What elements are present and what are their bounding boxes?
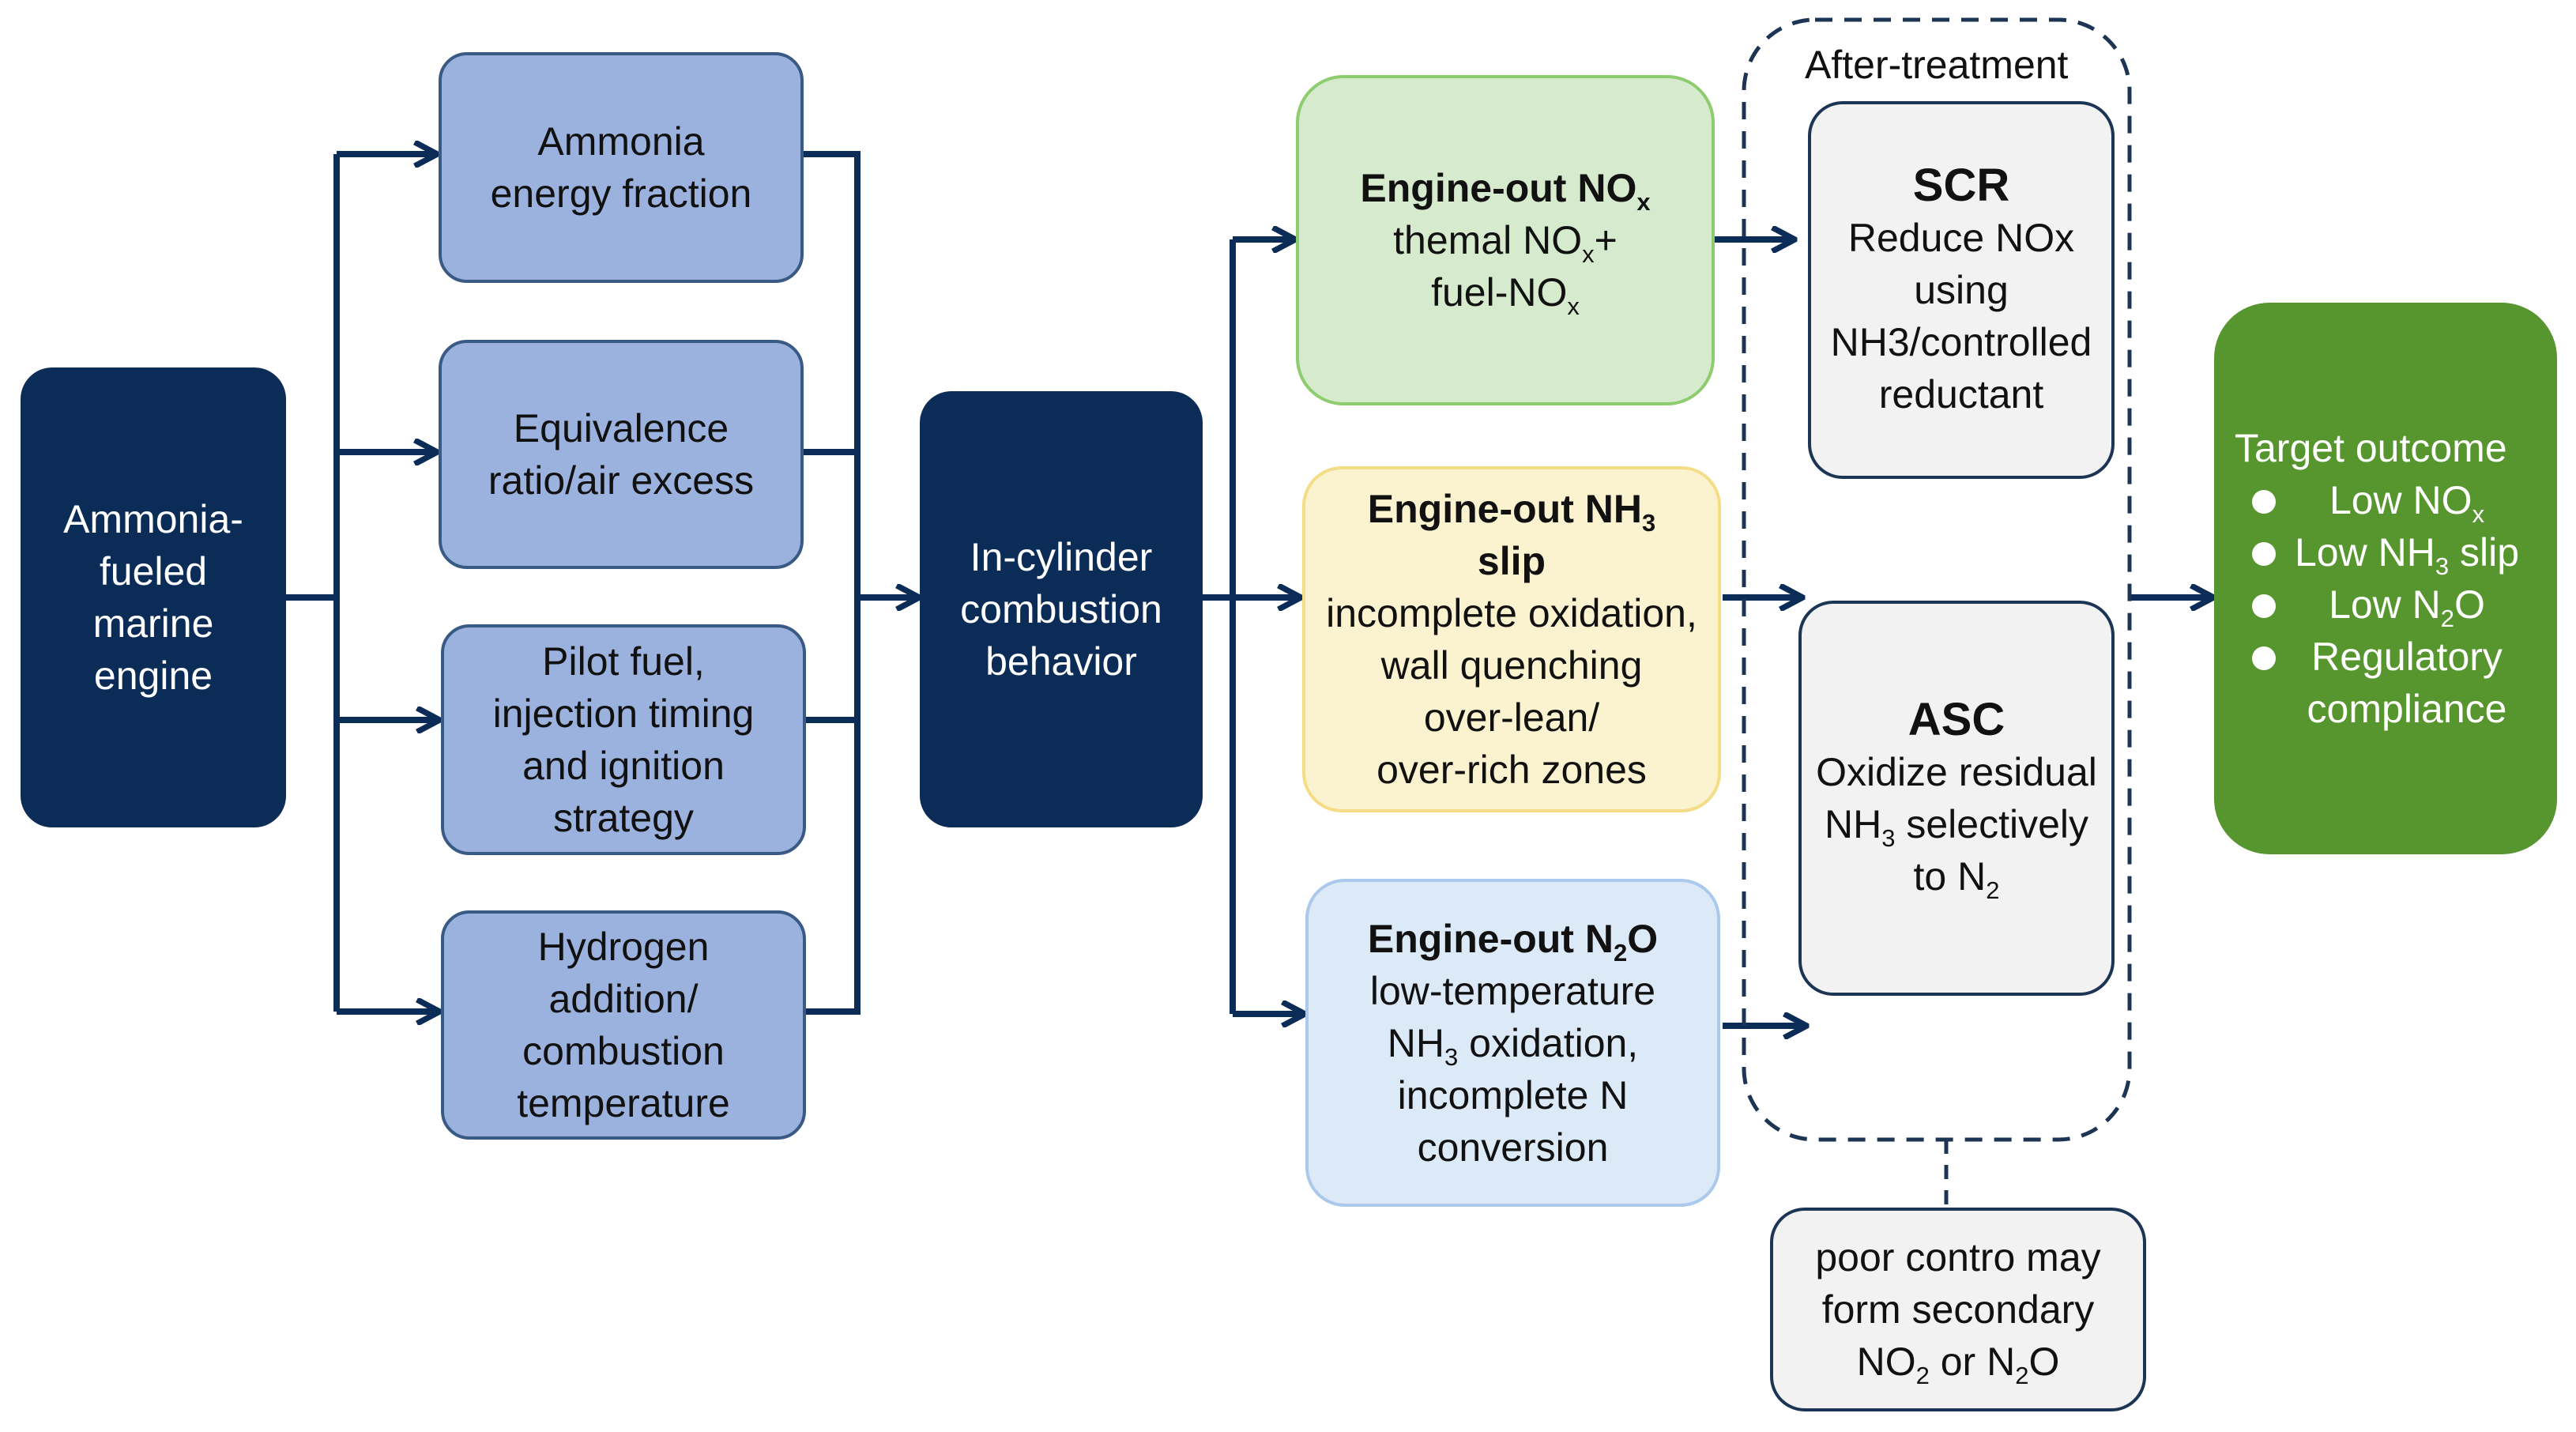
- factor-label-line: and ignition: [522, 744, 725, 788]
- factor-label-line: temperature: [517, 1081, 730, 1125]
- factor-label-line: injection timing: [492, 692, 755, 736]
- factor-bus-right: [804, 151, 861, 1015]
- engine-out-nox-box: Engine-out NOx themal NOx+ fuel-NOx: [1296, 75, 1715, 405]
- factor-label-line: Ammonia: [537, 119, 705, 164]
- note-line: NO2 or N2O: [1856, 1340, 2060, 1389]
- target-item-continuation: compliance: [2307, 687, 2507, 731]
- asc-title: ASC: [1908, 694, 2005, 745]
- factor-label-line: Hydrogen: [537, 925, 710, 969]
- target-item: Low NH3 slip: [2235, 526, 2519, 578]
- n2o-cause-line: low-temperature: [1369, 968, 1656, 1013]
- engine-out-n2o-box: Engine-out N2O low-temperature NH3 oxida…: [1305, 879, 1720, 1207]
- combustion-label-line: behavior: [985, 639, 1137, 684]
- factor-box-pilot-fuel: Pilot fuel, injection timing and ignitio…: [441, 624, 806, 855]
- marine-engine-box: Ammonia- fueled marine engine: [21, 367, 286, 827]
- nh3-cause-line: wall quenching: [1380, 643, 1643, 688]
- factor-label-line: Pilot fuel,: [542, 639, 705, 684]
- nh3-title: Engine-out NH3: [1367, 487, 1656, 537]
- scr-desc-line: Reduce NOx: [1847, 216, 2075, 260]
- nox-title: Engine-out NOx: [1360, 166, 1651, 216]
- target-title: Target outcome: [2235, 426, 2507, 470]
- target-list: Low NOx Low NH3 slip Low N2O Regulatory …: [2235, 474, 2519, 735]
- note-line: form secondary: [1821, 1287, 2095, 1332]
- target-item: Low NOx: [2235, 474, 2519, 526]
- asc-desc-line: NH3 selectively: [1825, 802, 2088, 852]
- scr-desc-line: NH3/controlled: [1830, 320, 2092, 364]
- engine-label-line: Ammonia-: [63, 497, 243, 541]
- engine-out-nh3-slip-box: Engine-out NH3 slip incomplete oxidation…: [1302, 466, 1721, 812]
- factor-box-ammonia-energy-fraction: Ammonia energy fraction: [439, 52, 804, 283]
- n2o-cause-line: incomplete N: [1397, 1072, 1629, 1117]
- combustion-behavior-box: In-cylinder combustion behavior: [920, 391, 1203, 827]
- engine-label-line: engine: [93, 654, 213, 698]
- engine-label-line: fueled: [99, 549, 208, 594]
- nh3-cause-line: incomplete oxidation,: [1326, 591, 1697, 635]
- nh3-cause-line: over-rich zones: [1377, 748, 1647, 792]
- combustion-label-line: In-cylinder: [970, 535, 1153, 579]
- factor-label-line: addition/: [548, 977, 699, 1021]
- factor-label-line: energy fraction: [490, 171, 752, 216]
- n2o-cause-line: NH3 oxidation,: [1387, 1020, 1639, 1071]
- target-outcome-box: Target outcome Low NOx Low NH3 slip Low …: [2214, 303, 2557, 854]
- factor-box-hydrogen-addition: Hydrogen addition/ combustion temperatur…: [441, 910, 806, 1140]
- note-line: poor contro may: [1815, 1235, 2101, 1279]
- n2o-cause-line: conversion: [1417, 1125, 1609, 1170]
- n2o-title: Engine-out N2O: [1367, 916, 1659, 967]
- scr-desc-line: using: [1914, 268, 2009, 312]
- scr-title: SCR: [1912, 160, 2010, 211]
- nh3-cause-line: over-lean/: [1423, 695, 1600, 740]
- factor-label-line: strategy: [553, 796, 694, 840]
- aftertreatment-dashed-boundary: [1742, 17, 2132, 1142]
- factor-label-line: combustion: [522, 1029, 725, 1073]
- target-item: Regulatory: [2235, 631, 2519, 683]
- asc-desc-line: Oxidize residual: [1816, 750, 2097, 794]
- scr-box: SCR Reduce NOx using NH3/controlled redu…: [1808, 101, 2115, 479]
- factor-label-line: ratio/air excess: [488, 458, 755, 503]
- factor-box-equivalence-ratio: Equivalence ratio/air excess: [439, 340, 804, 569]
- scr-desc-line: reductant: [1878, 372, 2044, 416]
- nh3-title-slip: slip: [1477, 539, 1546, 583]
- engine-label-line: marine: [92, 601, 214, 646]
- factor-label-line: Equivalence: [513, 406, 729, 450]
- asc-desc-line: to N2: [1913, 854, 2000, 904]
- secondary-emission-note-box: poor contro may form secondary NO2 or N2…: [1770, 1208, 2146, 1411]
- nox-cause-thermal: themal NOx+: [1393, 218, 1618, 268]
- asc-box: ASC Oxidize residual NH3 selectively to …: [1798, 601, 2115, 996]
- combustion-label-line: combustion: [960, 587, 1162, 631]
- nox-cause-fuel: fuel-NOx: [1431, 270, 1580, 320]
- aftertreatment-label: After-treatment: [1805, 43, 2069, 87]
- target-item: Low N2O: [2235, 578, 2519, 631]
